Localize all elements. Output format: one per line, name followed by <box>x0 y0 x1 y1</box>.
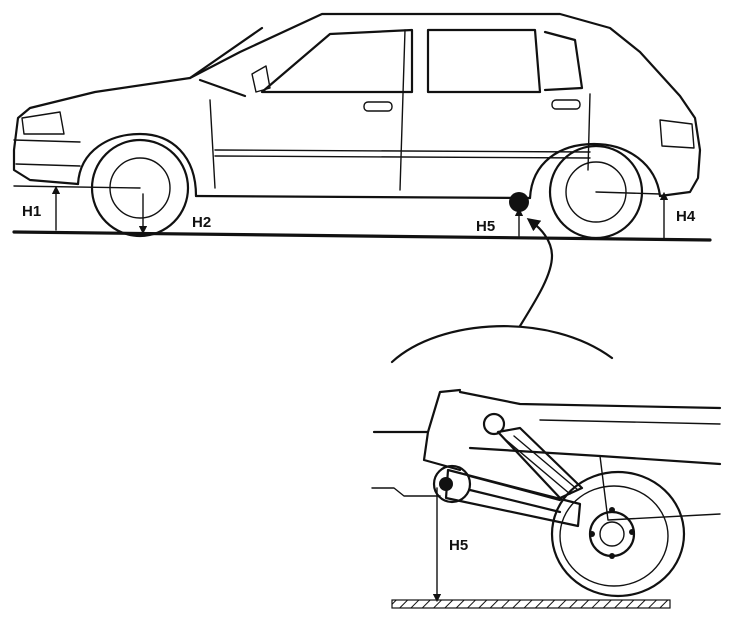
callout-leader <box>518 218 554 328</box>
rear-door-handle <box>551 99 581 110</box>
rear-suspension-point <box>509 192 529 212</box>
front-axle-line <box>13 185 141 189</box>
headlight <box>21 111 65 135</box>
trailing-arm <box>444 468 582 528</box>
detail-circle-arc <box>390 325 614 364</box>
car-body-outline <box>12 12 702 200</box>
rear-axle-line <box>595 191 661 195</box>
rear-suspension-detail: H5 <box>371 388 722 609</box>
rear-wheel-arch <box>528 142 662 200</box>
taillight <box>659 119 695 149</box>
side-mirror <box>251 65 271 93</box>
shock-absorber <box>482 412 584 500</box>
rear-wheel-rim <box>565 161 627 223</box>
detail-frame-rail-bottom <box>539 419 721 521</box>
rear-window <box>426 28 584 94</box>
brake-drum <box>550 470 686 598</box>
detail-ground <box>391 599 671 609</box>
detail-body-panel <box>372 388 462 472</box>
windshield <box>188 26 264 98</box>
front-wheel <box>90 138 190 238</box>
front-bumper <box>13 139 81 167</box>
label-h5-detail: H5 <box>449 537 468 554</box>
detail-side-bracket <box>371 487 441 497</box>
label-h5-top: H5 <box>476 218 495 235</box>
door-lines <box>209 29 591 191</box>
label-h4: H4 <box>676 208 696 225</box>
detail-frame-rail <box>458 390 722 466</box>
pivot-bushing <box>432 464 472 504</box>
rear-wheel <box>548 144 644 240</box>
label-h1: H1 <box>22 203 41 220</box>
car-side-view: H1 H2 H4 H5 <box>12 12 712 242</box>
front-window <box>260 28 414 94</box>
front-wheel-arch <box>76 132 198 198</box>
label-h2: H2 <box>192 214 211 231</box>
front-door-handle <box>363 101 393 112</box>
